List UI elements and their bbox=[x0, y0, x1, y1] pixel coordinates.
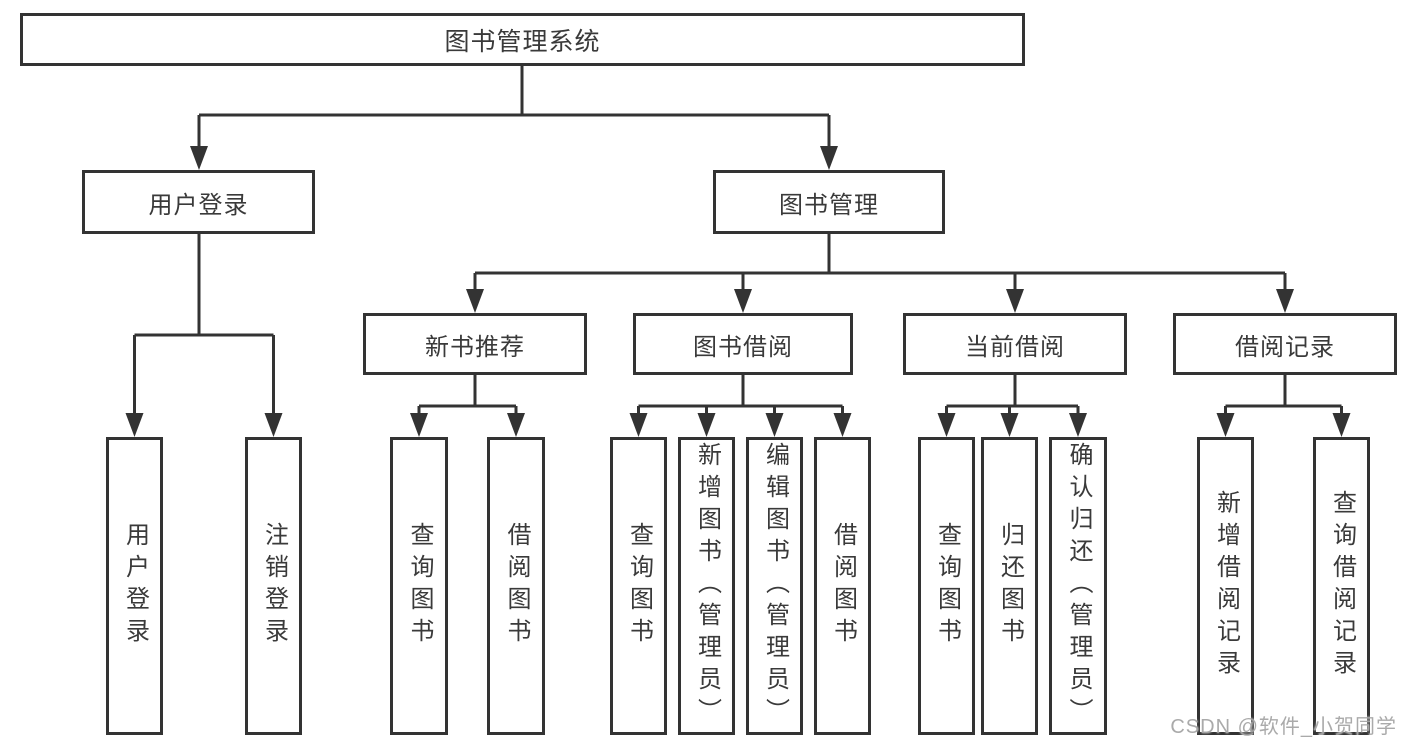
leaf-query-books-recommend: 查询图书 bbox=[390, 437, 448, 735]
leaf-user-login-label: 用户登录 bbox=[121, 522, 149, 650]
leaf-query-books-current-label: 查询图书 bbox=[933, 522, 961, 650]
leaf-add-borrow-record-label: 新增借阅记录 bbox=[1212, 490, 1240, 682]
leaf-return-books-label: 归还图书 bbox=[996, 522, 1024, 650]
leaf-add-borrow-record: 新增借阅记录 bbox=[1197, 437, 1254, 735]
leaf-edit-books-admin-label: 编辑图书（管理员） bbox=[761, 442, 789, 730]
node-book-management: 图书管理 bbox=[713, 170, 945, 234]
leaf-add-books-admin: 新增图书（管理员） bbox=[678, 437, 735, 735]
arrowheads bbox=[125, 146, 1351, 437]
leaf-confirm-return-admin: 确认归还（管理员） bbox=[1049, 437, 1107, 735]
leaf-edit-books-admin: 编辑图书（管理员） bbox=[746, 437, 803, 735]
node-new-book-recommendation: 新书推荐 bbox=[363, 313, 587, 375]
leaf-logout: 注销登录 bbox=[245, 437, 302, 735]
watermark: CSDN @软件_小贺同学 bbox=[1170, 716, 1397, 738]
leaf-query-books-borrowing-label: 查询图书 bbox=[625, 522, 653, 650]
node-user-login: 用户登录 bbox=[82, 170, 315, 234]
leaf-user-login: 用户登录 bbox=[106, 437, 163, 735]
leaf-borrow-books-recommend: 借阅图书 bbox=[487, 437, 545, 735]
leaf-borrow-books-borrowing-label: 借阅图书 bbox=[829, 522, 857, 650]
node-book-borrowing: 图书借阅 bbox=[633, 313, 853, 375]
leaf-add-books-admin-label: 新增图书（管理员） bbox=[693, 442, 721, 730]
leaf-query-books-recommend-label: 查询图书 bbox=[406, 522, 433, 650]
leaf-query-borrow-record: 查询借阅记录 bbox=[1313, 437, 1370, 735]
leaf-logout-label: 注销登录 bbox=[260, 522, 288, 650]
leaf-query-books-borrowing: 查询图书 bbox=[610, 437, 667, 735]
node-library-system: 图书管理系统 bbox=[20, 13, 1025, 66]
leaf-borrow-books-recommend-label: 借阅图书 bbox=[503, 522, 530, 650]
leaf-borrow-books-borrowing: 借阅图书 bbox=[814, 437, 871, 735]
node-borrowing-records: 借阅记录 bbox=[1173, 313, 1397, 375]
leaf-return-books: 归还图书 bbox=[981, 437, 1038, 735]
leaf-query-books-current: 查询图书 bbox=[918, 437, 975, 735]
leaf-query-borrow-record-label: 查询借阅记录 bbox=[1328, 490, 1356, 682]
node-current-borrowing: 当前借阅 bbox=[903, 313, 1127, 375]
leaf-confirm-return-admin-label: 确认归还（管理员） bbox=[1065, 442, 1092, 730]
